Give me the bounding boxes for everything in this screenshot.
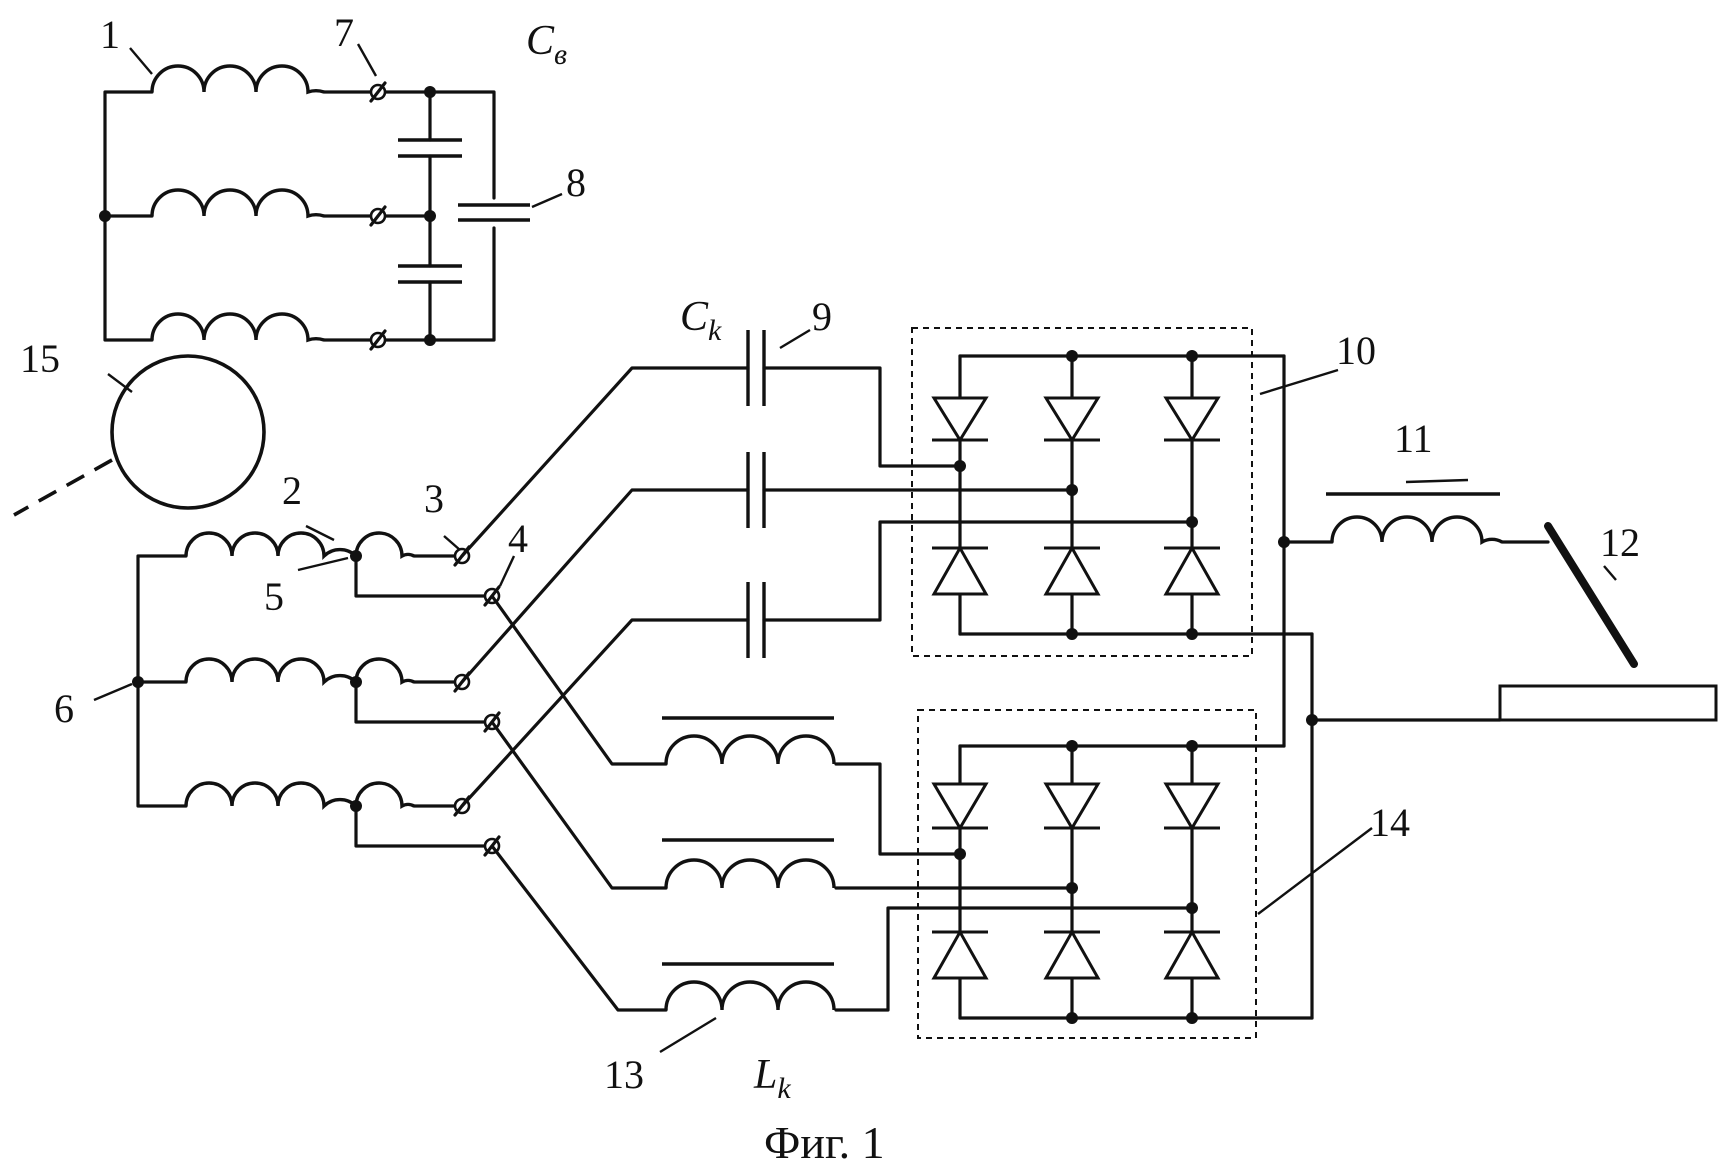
label-1: 1 [100,12,120,57]
diode-row-bottom-upper [931,544,1221,596]
rectifier-bridge-lower [917,709,1314,1039]
rotor-circle [13,354,266,517]
inductor-branch-group [490,594,1194,1012]
symbol-cv: Cв [526,18,567,71]
symbol-lk: Lk [753,1052,791,1105]
capacitor-branch-group [460,330,1194,808]
excitation-winding-group [99,64,530,351]
excitation-coil-bottom [150,312,325,343]
label-8: 8 [566,160,586,205]
diode-row-bottom-lower [931,928,1221,980]
label-4: 4 [508,516,528,561]
label-7: 7 [334,10,354,55]
diode-row-top-upper [931,396,1221,443]
rectifier-bridge-upper [911,327,1314,657]
choke-coil [1330,515,1503,545]
labels: 1 7 8 9 10 11 12 15 2 3 4 5 6 14 13 Cв C… [20,10,1640,1168]
label-14: 14 [1370,800,1410,845]
excitation-coil-top [150,64,325,95]
label-13: 13 [604,1052,644,1097]
label-9: 9 [812,294,832,339]
label-11: 11 [1394,416,1433,461]
terminal-7-group [369,81,387,351]
label-6: 6 [54,686,74,731]
symbol-ck: Ck [680,294,722,347]
output-circuit-group [1278,354,1718,1020]
excitation-coil-mid [150,188,325,219]
label-5: 5 [264,574,284,619]
label-3: 3 [424,476,444,521]
main-winding-group [132,531,501,857]
electrode [1544,522,1638,668]
leader-lines [93,43,1617,1054]
figure-caption: Фиг. 1 [764,1117,885,1168]
workpiece [1498,684,1718,722]
label-2: 2 [282,468,302,513]
label-12: 12 [1600,520,1640,565]
label-10: 10 [1336,328,1376,373]
label-15: 15 [20,336,60,381]
diode-row-top-lower [931,782,1221,831]
